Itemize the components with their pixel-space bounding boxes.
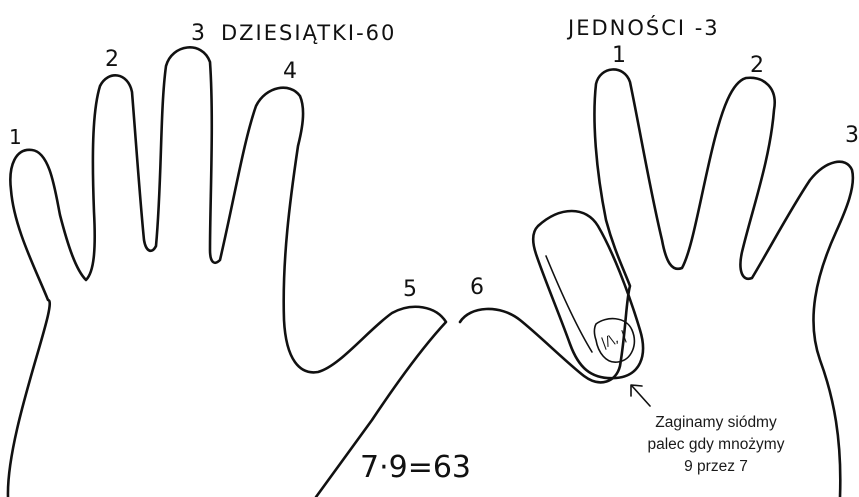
folded-finger-outline [531, 209, 645, 380]
folded-nail-outline [593, 317, 636, 363]
arrow-pointer [630, 384, 651, 407]
right-hand-outline [458, 68, 855, 497]
left-finger-number-3: 3 [191, 21, 205, 46]
left-finger-number-2: 2 [105, 47, 119, 72]
folded-finger: |/\, | [531, 209, 645, 380]
left-hand-title: DZIESIĄTKI-60 [221, 21, 396, 45]
right-finger-number-6: 6 [470, 275, 484, 300]
folded-finger-mark: |/\, | [599, 328, 628, 351]
folded-finger-inner-line [545, 255, 593, 353]
note-line-3: 9 przez 7 [684, 458, 748, 475]
right-hand-title: JEDNOŚCI -3 [566, 15, 720, 40]
equation: 7·9=63 [360, 450, 471, 485]
note: Zaginamy siódmy palec gdy mnożymy 9 prze… [606, 412, 826, 478]
note-line-2: palec gdy mnożymy [647, 436, 785, 453]
right-finger-number-1: 1 [612, 43, 626, 68]
right-finger-number-3: 3 [845, 123, 859, 148]
left-finger-number-5: 5 [403, 277, 417, 302]
left-finger-number-4: 4 [283, 59, 297, 84]
right-finger-number-2: 2 [750, 53, 764, 78]
left-finger-number-1: 1 [9, 125, 22, 149]
note-line-1: Zaginamy siódmy [655, 414, 777, 431]
left-hand-outline [6, 46, 448, 497]
